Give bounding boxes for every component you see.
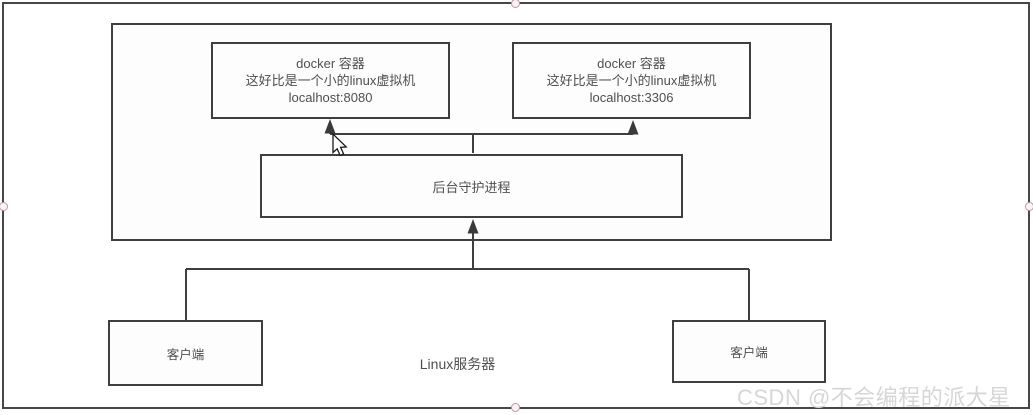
- docker-container-2-title: docker 容器: [597, 56, 666, 71]
- docker-container-1-address: localhost:8080: [288, 90, 373, 105]
- docker-container-2-description: 这好比是一个小的linux虚拟机: [546, 73, 717, 88]
- server-label[interactable]: Linux服务器: [419, 356, 496, 372]
- resize-handle-left[interactable]: [0, 202, 8, 211]
- docker-container-2-address: localhost:3306: [589, 90, 674, 105]
- resize-handle-right[interactable]: [1025, 202, 1033, 211]
- docker-container-box-2[interactable]: docker 容器 这好比是一个小的linux虚拟机 localhost:330…: [512, 42, 751, 119]
- watermark: CSDN @不会编程的派大星: [737, 385, 1011, 410]
- docker-container-1-title: docker 容器: [296, 56, 365, 71]
- daemon-process-label: 后台守护进程: [432, 179, 511, 195]
- resize-handle-top[interactable]: [511, 0, 520, 8]
- daemon-process-box[interactable]: 后台守护进程: [260, 154, 683, 218]
- client-box-right[interactable]: 客户端: [672, 320, 826, 383]
- docker-container-1-description: 这好比是一个小的linux虚拟机: [245, 73, 416, 88]
- resize-handle-bottom[interactable]: [511, 403, 520, 412]
- client-right-label: 客户端: [730, 346, 768, 360]
- client-left-label: 客户端: [166, 347, 205, 362]
- client-box-left[interactable]: 客户端: [108, 320, 263, 386]
- docker-container-box-1[interactable]: docker 容器 这好比是一个小的linux虚拟机 localhost:808…: [211, 42, 450, 119]
